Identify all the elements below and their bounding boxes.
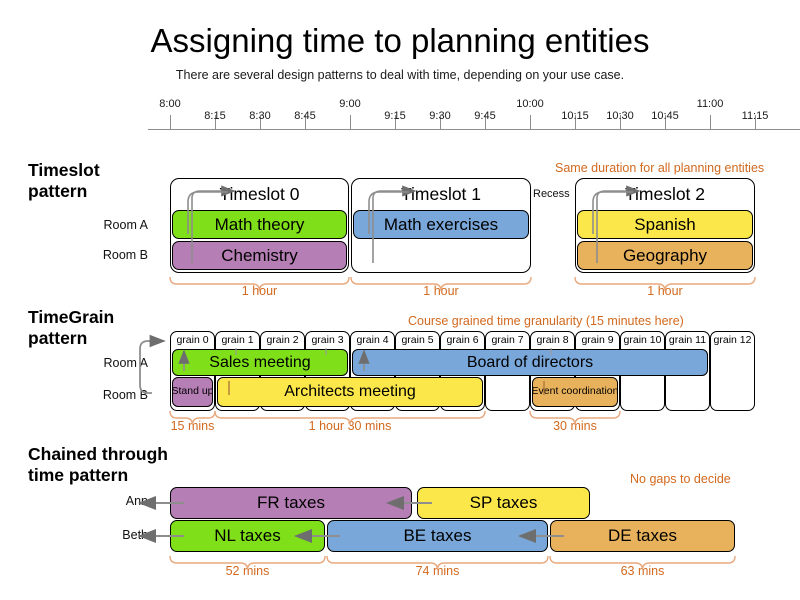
axis-tick-label: 8:15 xyxy=(204,110,226,122)
timeslot-entity-room-a[interactable]: Math exercises xyxy=(353,210,529,239)
axis-tick-label: 11:00 xyxy=(696,98,724,110)
timegrain-heading-line1: TimeGrain xyxy=(28,307,115,327)
axis-tick-label: 8:30 xyxy=(249,110,271,122)
chained-duration-label: 52 mins xyxy=(225,564,270,578)
grain-label: grain 3 xyxy=(311,334,344,346)
axis-tick xyxy=(620,115,621,129)
timeslot-row-label-room-a: Room A xyxy=(103,218,148,232)
axis-tick-label: 9:15 xyxy=(384,110,406,122)
axis-tick xyxy=(170,115,171,129)
timegrain-note: Course grained time granularity (15 minu… xyxy=(408,314,684,328)
axis-tick xyxy=(710,115,711,129)
timegrain-row-label-room-b: Room B xyxy=(102,388,148,402)
timegrain-entity-room-b[interactable]: Architects meeting xyxy=(217,377,483,407)
timegrain-entity-room-b[interactable]: Stand up xyxy=(171,377,214,407)
timegrain-heading-line2: pattern xyxy=(28,328,88,348)
axis-tick-label: 11:15 xyxy=(741,110,769,122)
timegrain-entity-room-a[interactable]: Sales meeting xyxy=(172,349,348,376)
grain-label: grain 5 xyxy=(401,334,434,346)
axis-tick-label: 10:30 xyxy=(606,110,634,122)
timegrain-entity-room-a[interactable]: Board of directors xyxy=(352,349,708,376)
timegrain-row-label-room-a: Room A xyxy=(103,356,148,370)
axis-tick xyxy=(755,115,756,129)
grain-label: grain 2 xyxy=(266,334,299,346)
grain-label: grain 10 xyxy=(623,334,662,346)
timeslot-entity-room-a[interactable]: Math theory xyxy=(172,210,347,239)
timeslot-heading-line2: pattern xyxy=(28,181,88,201)
timeslot-entity-room-a[interactable]: Spanish xyxy=(577,210,753,239)
page-title: Assigning time to planning entities xyxy=(150,22,650,59)
axis-tick-label: 10:00 xyxy=(516,98,544,110)
timegrain-duration-label: 30 mins xyxy=(553,419,597,433)
time-axis-line xyxy=(148,129,800,130)
chained-duration-label: 63 mins xyxy=(620,564,665,578)
timeslot-title: Timeslot 0 xyxy=(219,184,300,204)
chained-entity-ann[interactable]: SP taxes xyxy=(417,487,590,519)
timeslot-duration-label: 1 hour xyxy=(647,284,683,298)
chained-heading: Chained through time pattern xyxy=(28,444,168,486)
grain-label: grain 6 xyxy=(446,334,479,346)
grain-label: grain 12 xyxy=(713,334,752,346)
timeslot-duration-label: 1 hour xyxy=(241,284,278,298)
timeslot-duration-label: 1 hour xyxy=(423,284,459,298)
axis-tick xyxy=(305,115,306,129)
axis-tick xyxy=(260,115,261,129)
chained-heading-line1: Chained through xyxy=(28,444,168,464)
axis-tick-label: 9:45 xyxy=(474,110,496,122)
timeslot-heading-line1: Timeslot xyxy=(28,160,100,180)
recess-label: Recess xyxy=(533,188,570,200)
axis-tick xyxy=(530,115,531,129)
grain-label: grain 1 xyxy=(221,334,254,346)
timeslot-heading: Timeslot pattern xyxy=(28,160,100,202)
timeslot-entity-room-b[interactable]: Geography xyxy=(577,241,753,270)
page-subtitle: There are several design patterns to dea… xyxy=(175,68,625,82)
chained-entity-beth[interactable]: BE taxes xyxy=(327,520,548,552)
axis-tick xyxy=(395,115,396,129)
axis-tick xyxy=(440,115,441,129)
chained-entity-beth[interactable]: DE taxes xyxy=(550,520,735,552)
chained-entity-ann[interactable]: FR taxes xyxy=(170,487,412,519)
timeslot-title: Timeslot 1 xyxy=(400,184,482,204)
grain-column[interactable] xyxy=(710,331,755,411)
axis-tick-label: 10:45 xyxy=(651,110,679,122)
axis-tick-label: 10:15 xyxy=(561,110,589,122)
chained-note: No gaps to decide xyxy=(630,472,731,486)
chained-heading-line2: time pattern xyxy=(28,465,129,485)
axis-tick xyxy=(350,115,351,129)
grain-label: grain 4 xyxy=(356,334,389,346)
timeslot-note: Same duration for all planning entities xyxy=(555,161,765,175)
axis-tick-label: 8:00 xyxy=(159,98,181,110)
axis-tick-label: 8:45 xyxy=(294,110,316,122)
grain-label: grain 9 xyxy=(581,334,614,346)
timegrain-duration-label: 1 hour 30 mins xyxy=(308,419,392,433)
axis-tick xyxy=(665,115,666,129)
grain-label: grain 11 xyxy=(668,334,707,346)
chained-entity-beth[interactable]: NL taxes xyxy=(170,520,325,552)
grain-label: grain 7 xyxy=(491,334,524,346)
axis-tick xyxy=(575,115,576,129)
timegrain-heading: TimeGrain pattern xyxy=(28,307,114,349)
axis-tick-label: 9:00 xyxy=(339,98,361,110)
timeslot-entity-room-b[interactable]: Chemistry xyxy=(172,241,347,270)
chained-duration-label: 74 mins xyxy=(415,564,460,578)
chained-row-label-beth: Beth xyxy=(122,528,148,542)
grain-label: grain 0 xyxy=(176,334,209,346)
chained-row-label-ann: Ann xyxy=(125,494,148,508)
grain-label: grain 8 xyxy=(536,334,569,346)
axis-tick xyxy=(215,115,216,129)
timegrain-entity-room-b[interactable]: Event coordination xyxy=(532,377,619,407)
axis-tick-label: 9:30 xyxy=(429,110,451,122)
timeslot-title: Timeslot 2 xyxy=(624,184,706,204)
timeslot-row-label-room-b: Room B xyxy=(102,248,148,262)
axis-tick xyxy=(485,115,486,129)
